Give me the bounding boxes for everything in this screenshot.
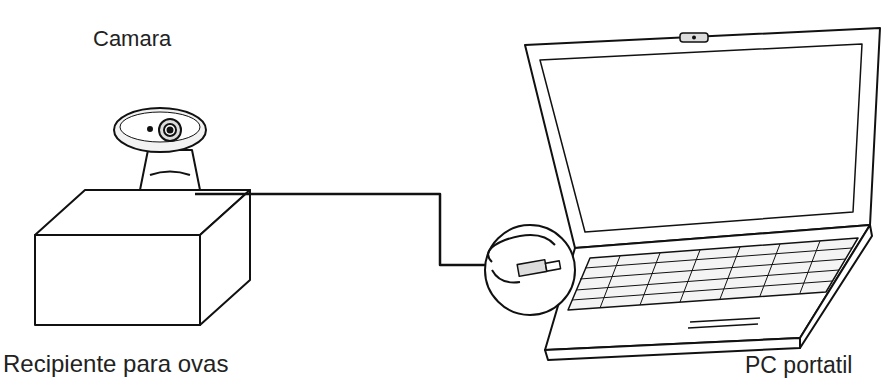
laptop-label: PC portatil: [745, 352, 852, 379]
laptop: [525, 28, 880, 360]
webcam: [114, 108, 206, 190]
port-magnifier: [485, 225, 575, 315]
camera-label: Camara: [93, 26, 171, 52]
container-label: Recipiente para ovas: [3, 350, 228, 378]
container-box: [35, 190, 250, 325]
usb-cable: [195, 194, 520, 265]
